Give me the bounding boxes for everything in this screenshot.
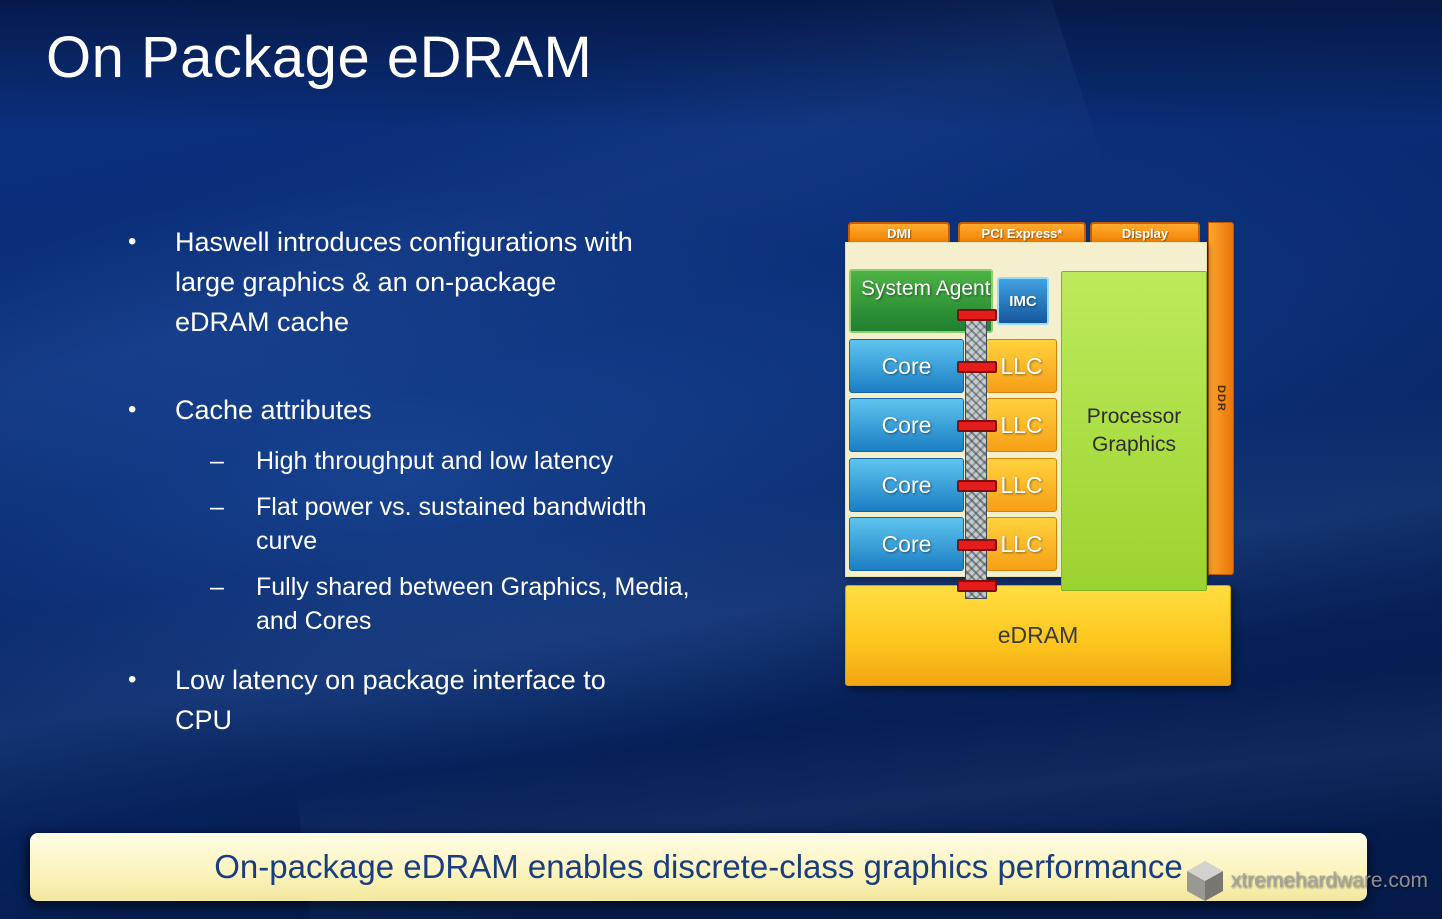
bullet-item: Haswell introduces configurations with l… [128,222,808,342]
interconnect-connector [957,480,997,492]
interconnect-connector [957,580,997,592]
slide-title: On Package eDRAM [46,25,593,90]
chip-body: System Agent IMC Core LLC Core LLC Core … [845,242,1207,599]
sub-bullet-text: High throughput and low latency [256,447,614,475]
sub-bullet-item: Flat power vs. sustained bandwidth curve [210,490,808,558]
core-block: Core [849,458,964,512]
sub-bullet-text: Flat power vs. sustained bandwidth curve [256,493,647,555]
system-agent-block: System Agent [849,269,993,333]
core-block: Core [849,339,964,393]
sub-bullet-item: High throughput and low latency [210,444,808,478]
interconnect-connector [957,309,997,321]
bullet-text: Low latency on package interface to CPU [175,665,606,735]
watermark: xtremehardware.com [1185,859,1428,903]
bullet-text: Haswell introduces configurations with l… [175,227,633,337]
chip-diagram: DMI PCI Express* Display DDR System Agen… [845,220,1237,690]
sub-bullet-text: Fully shared between Graphics, Media, an… [256,573,690,635]
watermark-cube-icon [1186,861,1223,901]
llc-block: LLC [986,339,1057,393]
llc-block: LLC [986,517,1057,571]
bullet-list: Haswell introduces configurations with l… [128,222,808,740]
llc-block: LLC [986,458,1057,512]
ring-interconnect [965,311,987,599]
ddr-block: DDR [1208,222,1234,575]
imc-block: IMC [997,277,1049,325]
interconnect-connector [957,361,997,373]
watermark-text: xtremehardware.com [1230,869,1428,892]
interconnect-connector [957,539,997,551]
llc-block: LLC [986,398,1057,452]
sub-bullet-list: High throughput and low latency Flat pow… [210,444,808,638]
interconnect-connector [957,420,997,432]
bullet-text: Cache attributes [175,395,372,425]
edram-block: eDRAM [845,585,1231,686]
core-block: Core [849,517,964,571]
bullet-item: Low latency on package interface to CPU [128,660,808,740]
ddr-label: DDR [1215,385,1227,412]
processor-graphics-block: Processor Graphics [1061,271,1207,591]
bullet-item: Cache attributes [128,390,808,430]
sub-bullet-item: Fully shared between Graphics, Media, an… [210,570,808,638]
footer-banner: On-package eDRAM enables discrete-class … [30,833,1367,901]
core-block: Core [849,398,964,452]
